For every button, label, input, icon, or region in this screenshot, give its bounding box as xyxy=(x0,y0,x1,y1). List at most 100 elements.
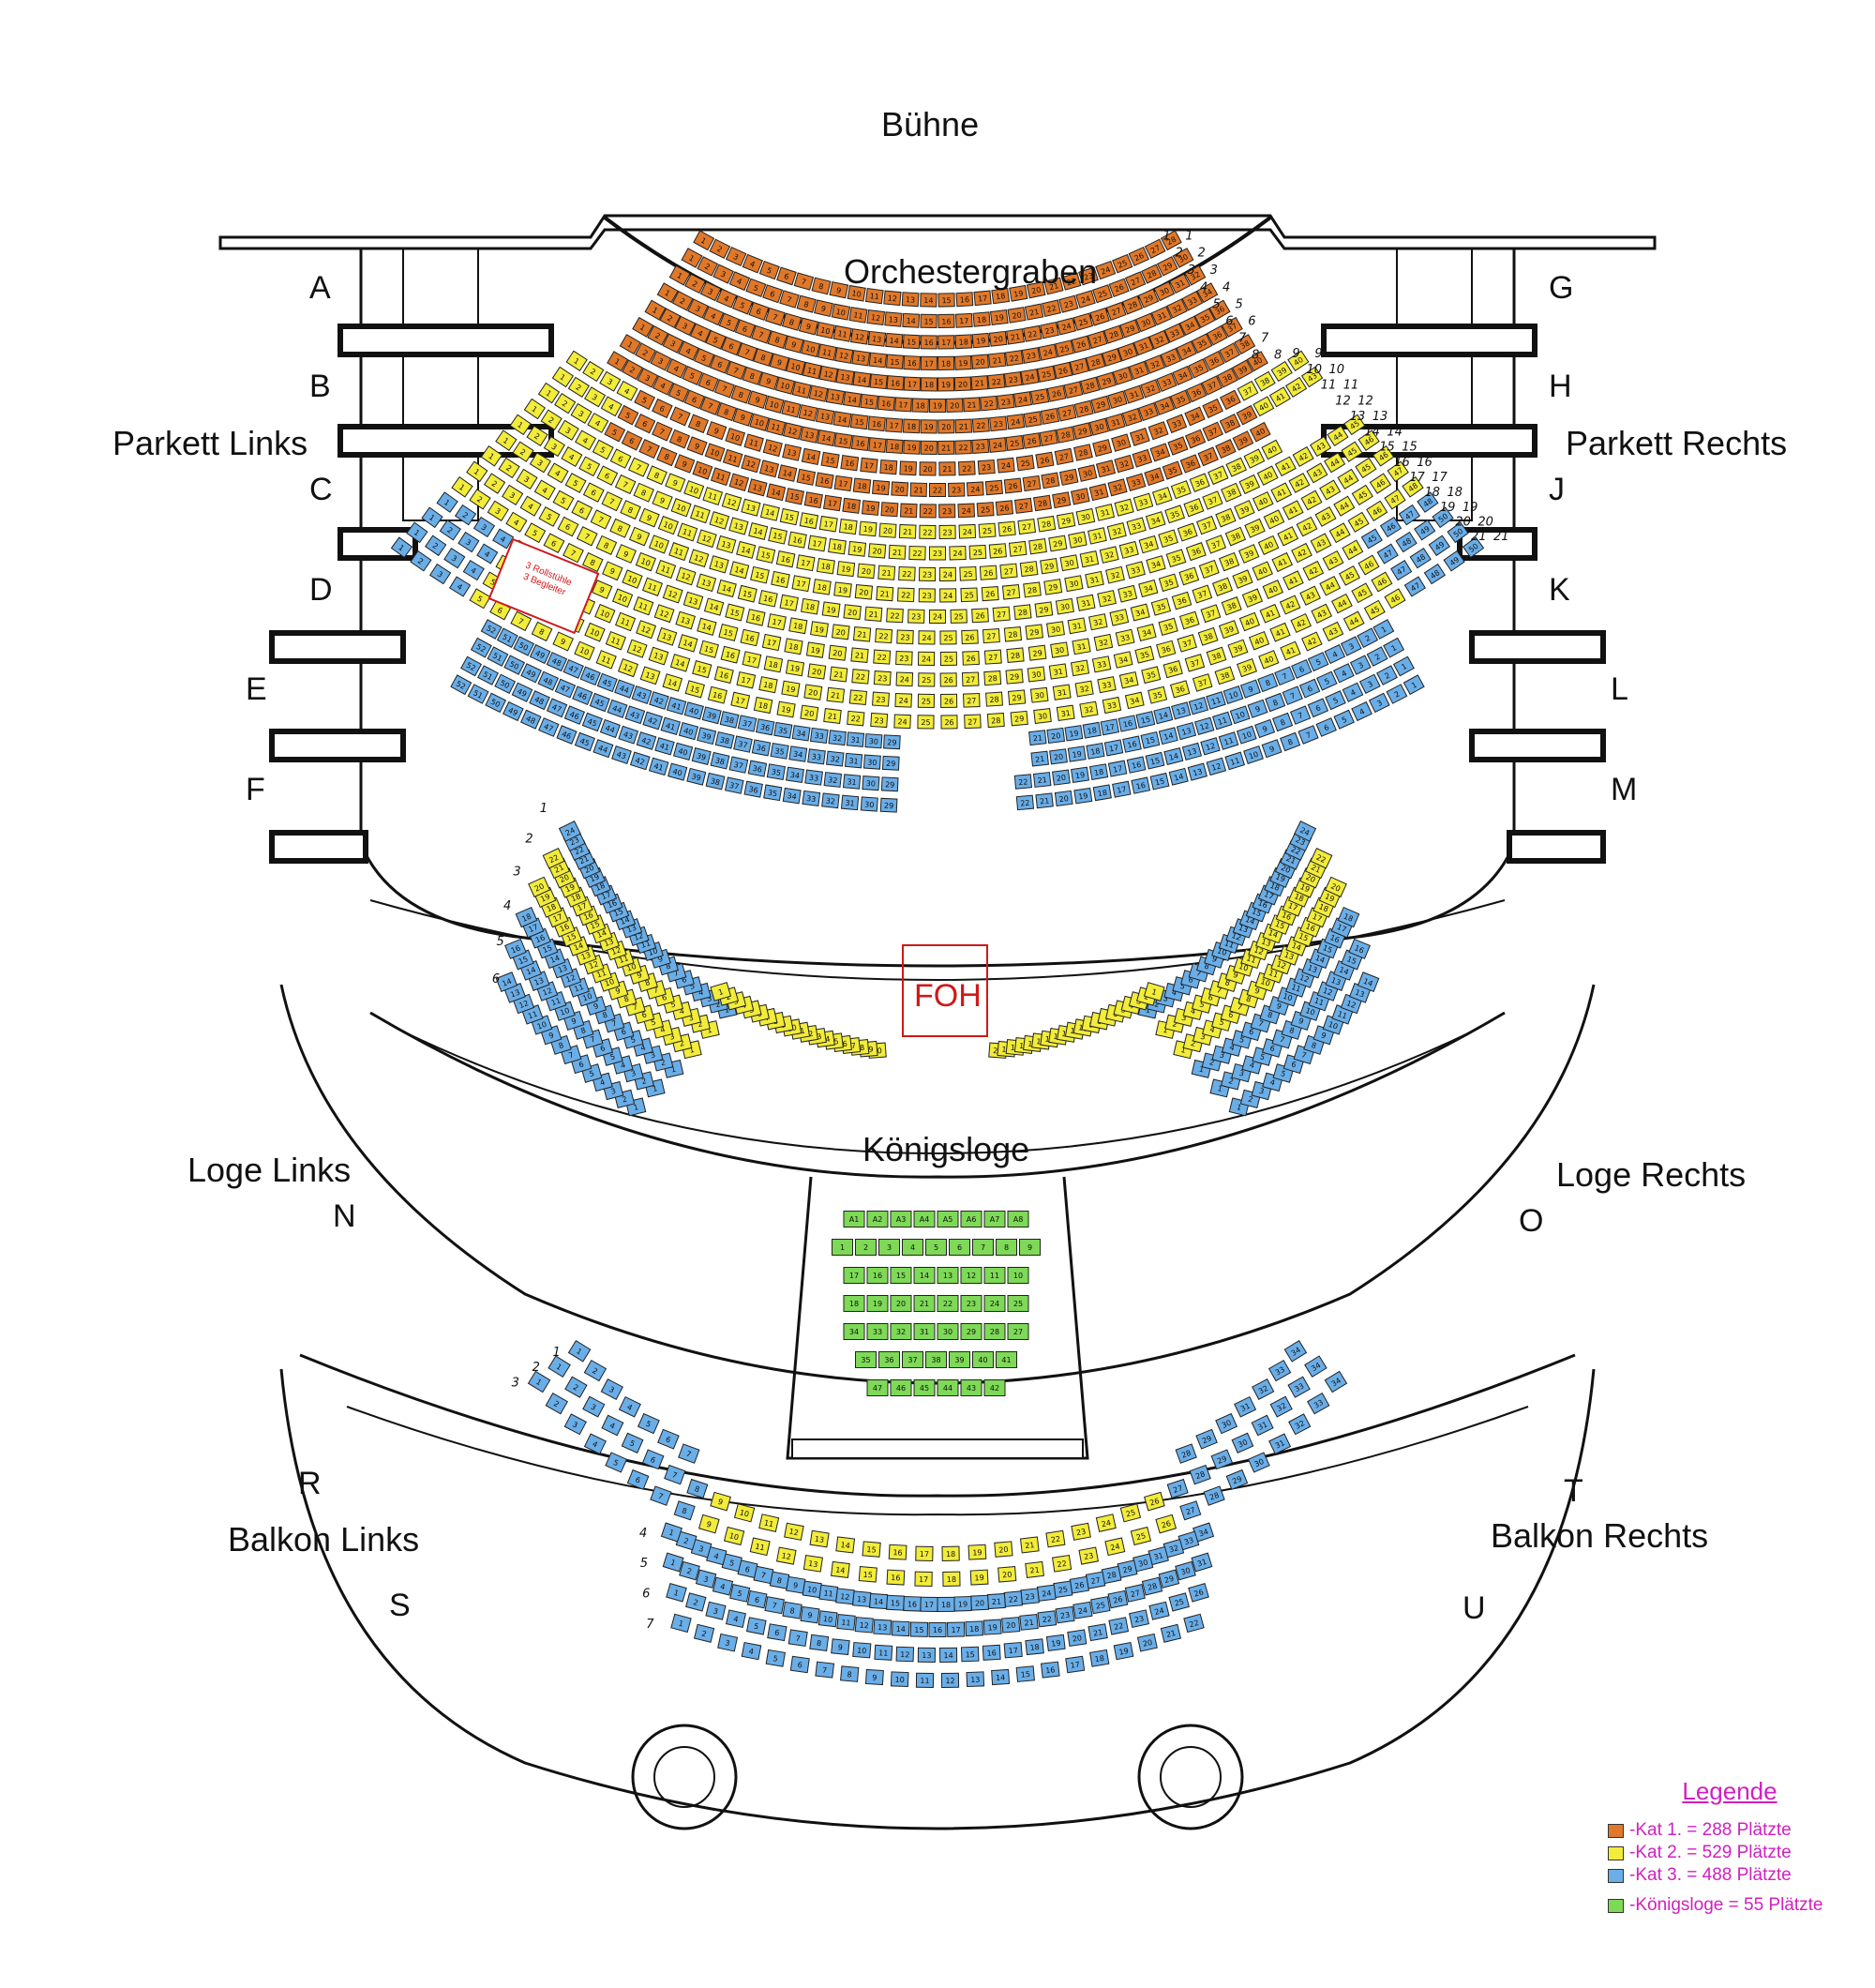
parkett-seat[interactable]: 28 xyxy=(1121,295,1144,315)
parkett-seat[interactable]: 10 xyxy=(1236,725,1257,745)
parkett-seat[interactable]: 2 xyxy=(469,489,491,510)
parkett-seat[interactable]: 21 xyxy=(1024,303,1044,321)
koenigsloge-seat[interactable]: A4 xyxy=(913,1211,936,1227)
parkett-seat[interactable]: 6 xyxy=(721,336,742,356)
parkett-seat[interactable]: 3 xyxy=(650,351,672,371)
parkett-seat[interactable]: 7 xyxy=(1289,705,1312,725)
parkett-seat[interactable]: 25 xyxy=(1029,388,1050,405)
parkett-seat[interactable]: 25 xyxy=(1091,284,1113,304)
balkon-seat[interactable]: 3 xyxy=(563,1413,587,1436)
parkett-seat[interactable]: 21 xyxy=(899,503,918,519)
parkett-seat[interactable]: 10 xyxy=(1243,746,1264,764)
parkett-seat[interactable]: 10 xyxy=(831,303,851,321)
parkett-seat[interactable]: 35 xyxy=(1158,617,1178,636)
parkett-seat[interactable]: 4 xyxy=(689,323,712,343)
parkett-seat[interactable]: 43 xyxy=(1311,603,1333,624)
parkett-seat[interactable]: 4 xyxy=(742,253,763,274)
parkett-seat[interactable]: 13 xyxy=(696,573,717,593)
parkett-seat[interactable]: 15 xyxy=(756,546,776,564)
parkett-seat[interactable]: 36 xyxy=(1184,429,1207,449)
balkon-seat[interactable]: 26 xyxy=(1155,1514,1178,1534)
parkett-seat[interactable]: 3 xyxy=(529,452,551,474)
parkett-seat[interactable]: 25 xyxy=(978,522,997,538)
parkett-seat[interactable]: 16 xyxy=(1122,735,1142,753)
parkett-seat[interactable]: 31 xyxy=(1056,704,1075,721)
parkett-seat[interactable]: 2 xyxy=(498,457,520,479)
parkett-seat[interactable]: 17 xyxy=(761,633,782,652)
parkett-seat[interactable]: 26 xyxy=(1053,361,1073,380)
koenigsloge-seat[interactable]: 42 xyxy=(983,1379,1006,1396)
parkett-seat[interactable]: 26 xyxy=(1035,451,1055,469)
parkett-seat[interactable]: 35 xyxy=(1170,480,1192,500)
loge-seat[interactable]: 16 xyxy=(1348,938,1371,959)
balkon-seat[interactable]: 17 xyxy=(915,1545,934,1561)
parkett-seat[interactable]: 23 xyxy=(929,546,946,561)
parkett-seat[interactable]: 4 xyxy=(652,375,674,396)
parkett-seat[interactable]: 43 xyxy=(1310,533,1332,554)
parkett-seat[interactable]: 11 xyxy=(689,505,711,524)
parkett-seat[interactable]: 2 xyxy=(540,409,562,430)
parkett-seat[interactable]: 11 xyxy=(1211,711,1233,730)
parkett-seat[interactable]: 4 xyxy=(728,271,751,292)
parkett-seat[interactable]: 25 xyxy=(1005,434,1025,452)
parkett-seat[interactable]: 39 xyxy=(1232,569,1253,589)
parkett-seat[interactable]: 38 xyxy=(1214,666,1236,685)
koenigsloge-seat[interactable]: 29 xyxy=(960,1323,982,1340)
balkon-seat[interactable]: 28 xyxy=(1101,1565,1122,1585)
parkett-seat[interactable]: 31 xyxy=(1085,570,1104,589)
balkon-seat[interactable]: 30 xyxy=(1132,1553,1154,1573)
parkett-seat[interactable]: 10 xyxy=(816,321,835,339)
parkett-seat[interactable]: 23 xyxy=(918,588,936,603)
parkett-seat[interactable]: 28 xyxy=(1072,444,1093,461)
parkett-seat[interactable]: 32 xyxy=(1184,264,1207,286)
parkett-seat[interactable]: 21 xyxy=(878,565,896,580)
parkett-seat[interactable]: 18 xyxy=(828,538,847,555)
parkett-seat[interactable]: 29 xyxy=(1102,348,1122,367)
parkett-seat[interactable]: 12 xyxy=(636,620,657,640)
parkett-seat[interactable]: 14 xyxy=(817,429,836,446)
parkett-seat[interactable]: 44 xyxy=(1337,468,1359,490)
balkon-seat[interactable]: 1 xyxy=(567,1340,592,1363)
parkett-seat[interactable]: 17 xyxy=(885,417,904,433)
parkett-seat[interactable]: 30 xyxy=(1070,488,1090,505)
parkett-seat[interactable]: 10 xyxy=(1229,705,1251,725)
parkett-seat[interactable]: 34 xyxy=(1172,366,1193,385)
parkett-seat[interactable]: 27 xyxy=(983,649,1002,665)
loge-seat[interactable]: 16 xyxy=(504,938,527,959)
balkon-seat[interactable]: 15 xyxy=(862,1541,881,1558)
parkett-seat[interactable]: 46 xyxy=(563,705,586,725)
parkett-seat[interactable]: 16 xyxy=(707,685,728,704)
parkett-seat[interactable]: 33 xyxy=(1091,655,1112,673)
parkett-seat[interactable]: 32 xyxy=(1148,329,1170,350)
parkett-seat[interactable]: 32 xyxy=(1079,700,1099,718)
parkett-seat[interactable]: 40 xyxy=(1261,439,1283,460)
parkett-seat[interactable]: 1 xyxy=(421,506,443,529)
parkett-seat[interactable]: 32 xyxy=(1106,522,1127,540)
parkett-seat[interactable]: 43 xyxy=(1314,505,1337,527)
parkett-seat[interactable]: 37 xyxy=(1184,654,1206,672)
parkett-seat[interactable]: 11 xyxy=(1224,751,1246,771)
parkett-seat[interactable]: 4 xyxy=(533,479,556,501)
parkett-seat[interactable]: 13 xyxy=(1187,762,1208,781)
parkett-seat[interactable]: 48 xyxy=(1402,475,1424,498)
parkett-seat[interactable]: 8 xyxy=(1257,672,1279,693)
parkett-seat[interactable]: 50 xyxy=(1447,521,1469,544)
koenigsloge-seat[interactable]: 14 xyxy=(913,1267,936,1284)
balkon-seat[interactable]: 33 xyxy=(1178,1530,1200,1551)
balkon-seat[interactable]: 5 xyxy=(621,1432,644,1453)
parkett-seat[interactable]: 32 xyxy=(1148,421,1169,441)
balkon-seat[interactable]: 29 xyxy=(1225,1468,1249,1490)
balkon-seat[interactable]: 18 xyxy=(1089,1649,1110,1667)
parkett-seat[interactable]: 9 xyxy=(829,281,849,299)
parkett-seat[interactable]: 16 xyxy=(1131,776,1151,794)
parkett-seat[interactable]: 2 xyxy=(439,519,461,541)
parkett-seat[interactable]: 39 xyxy=(1236,404,1258,426)
parkett-seat[interactable]: 24 xyxy=(1020,369,1040,385)
parkett-seat[interactable]: 2 xyxy=(647,324,669,346)
balkon-seat[interactable]: 27 xyxy=(1124,1584,1146,1603)
parkett-seat[interactable]: 14 xyxy=(1158,727,1178,746)
parkett-seat[interactable]: 3 xyxy=(712,264,734,284)
parkett-seat[interactable]: 18 xyxy=(972,311,991,327)
parkett-seat[interactable]: 34 xyxy=(1146,555,1166,574)
parkett-seat[interactable]: 23 xyxy=(1003,370,1023,388)
